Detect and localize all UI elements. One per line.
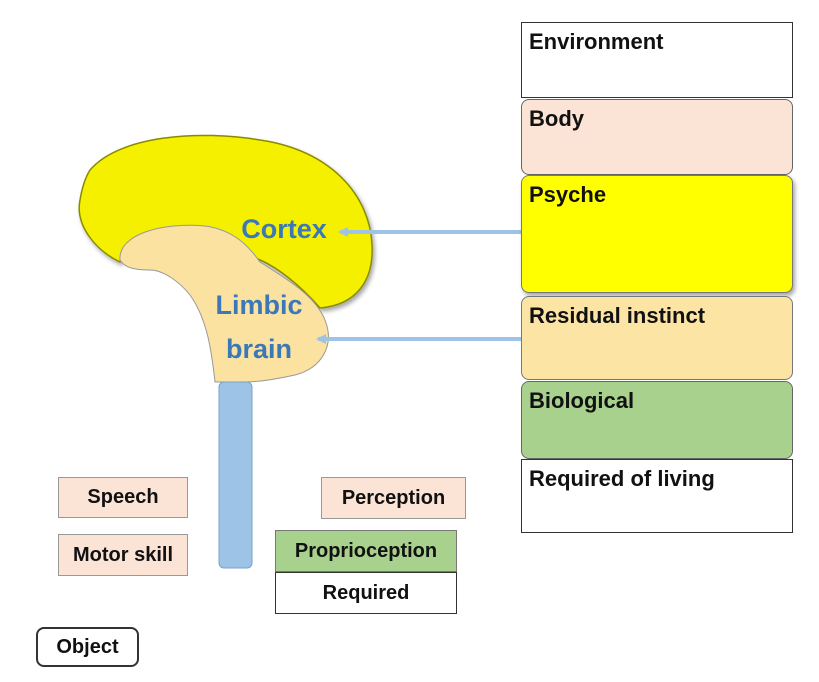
- layer-required-of-living: Required of living: [521, 459, 793, 533]
- layer-environment: Environment: [521, 22, 793, 98]
- cortex-label: Cortex: [241, 214, 327, 244]
- tag-motor-skill: Motor skill: [58, 534, 188, 576]
- tag-speech: Speech: [58, 477, 188, 518]
- limbic-label-line2: brain: [225, 334, 292, 364]
- tag-object: Object: [36, 627, 139, 667]
- limbic-brain-shape: [119, 224, 329, 383]
- tag-proprioception: Proprioception: [275, 530, 457, 572]
- layer-biological: Biological: [521, 381, 793, 459]
- tag-perception: Perception: [321, 477, 466, 519]
- limbic-label-line1: Limbic: [215, 290, 303, 320]
- layer-body: Body: [521, 99, 793, 175]
- layer-residual-instinct: Residual instinct: [521, 296, 793, 380]
- spinal-cord: [218, 381, 253, 569]
- cortex-shape: [78, 134, 373, 309]
- layer-psyche: Psyche: [521, 175, 793, 293]
- tag-required: Required: [275, 572, 457, 614]
